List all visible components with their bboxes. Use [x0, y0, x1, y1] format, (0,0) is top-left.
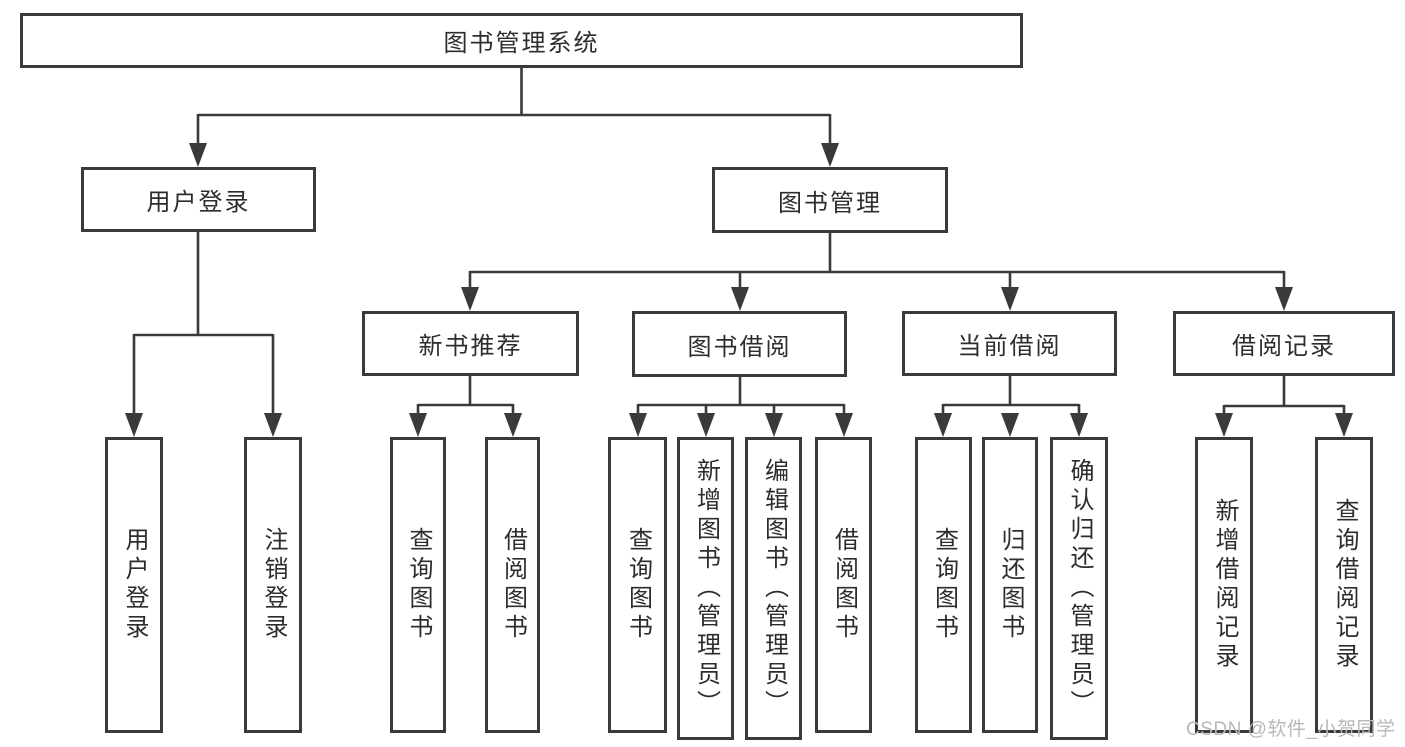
leaf-edit-books-admin: 编辑图书（管理员） — [745, 437, 802, 740]
node-new-book-recommend: 新书推荐 — [362, 311, 579, 376]
leaf-confirm-return-admin: 确认归还（管理员） — [1050, 437, 1108, 740]
arrow-down-icon — [835, 413, 853, 437]
arrow-down-icon — [821, 143, 839, 167]
arrow-down-icon — [1275, 287, 1293, 311]
arrow-down-icon — [189, 143, 207, 167]
leaf-query-books: 查询图书 — [915, 437, 972, 733]
node-root: 图书管理系统 — [20, 13, 1023, 68]
leaf-return-books: 归还图书 — [982, 437, 1038, 733]
arrow-down-icon — [125, 413, 143, 437]
leaf-query-borrow-record: 查询借阅记录 — [1315, 437, 1373, 733]
node-current-borrowing: 当前借阅 — [902, 311, 1117, 376]
node-book-management: 图书管理 — [712, 167, 948, 233]
leaf-user-login: 用户登录 — [105, 437, 163, 733]
arrow-down-icon — [461, 287, 479, 311]
arrow-down-icon — [409, 413, 427, 437]
leaf-query-books: 查询图书 — [608, 437, 667, 733]
arrow-down-icon — [934, 413, 952, 437]
leaf-logout: 注销登录 — [244, 437, 302, 733]
arrow-down-icon — [629, 413, 647, 437]
arrow-down-icon — [765, 413, 783, 437]
leaf-borrow-books: 借阅图书 — [485, 437, 540, 733]
leaf-add-books-admin: 新增图书（管理员） — [677, 437, 734, 740]
arrow-down-icon — [1001, 287, 1019, 311]
leaf-add-borrow-record: 新增借阅记录 — [1195, 437, 1253, 733]
arrow-down-icon — [731, 287, 749, 311]
arrow-down-icon — [264, 413, 282, 437]
csdn-watermark: CSDN @软件_小贺同学 — [1186, 719, 1396, 740]
arrow-down-icon — [1001, 413, 1019, 437]
node-book-borrowing: 图书借阅 — [632, 311, 847, 377]
arrow-down-icon — [504, 413, 522, 437]
node-borrowing-records: 借阅记录 — [1173, 311, 1395, 376]
node-user-login: 用户登录 — [81, 167, 316, 232]
leaf-borrow-books: 借阅图书 — [815, 437, 872, 733]
arrow-down-icon — [697, 413, 715, 437]
arrow-down-icon — [1070, 413, 1088, 437]
arrow-down-icon — [1335, 413, 1353, 437]
arrow-down-icon — [1215, 413, 1233, 437]
leaf-query-books: 查询图书 — [390, 437, 446, 733]
